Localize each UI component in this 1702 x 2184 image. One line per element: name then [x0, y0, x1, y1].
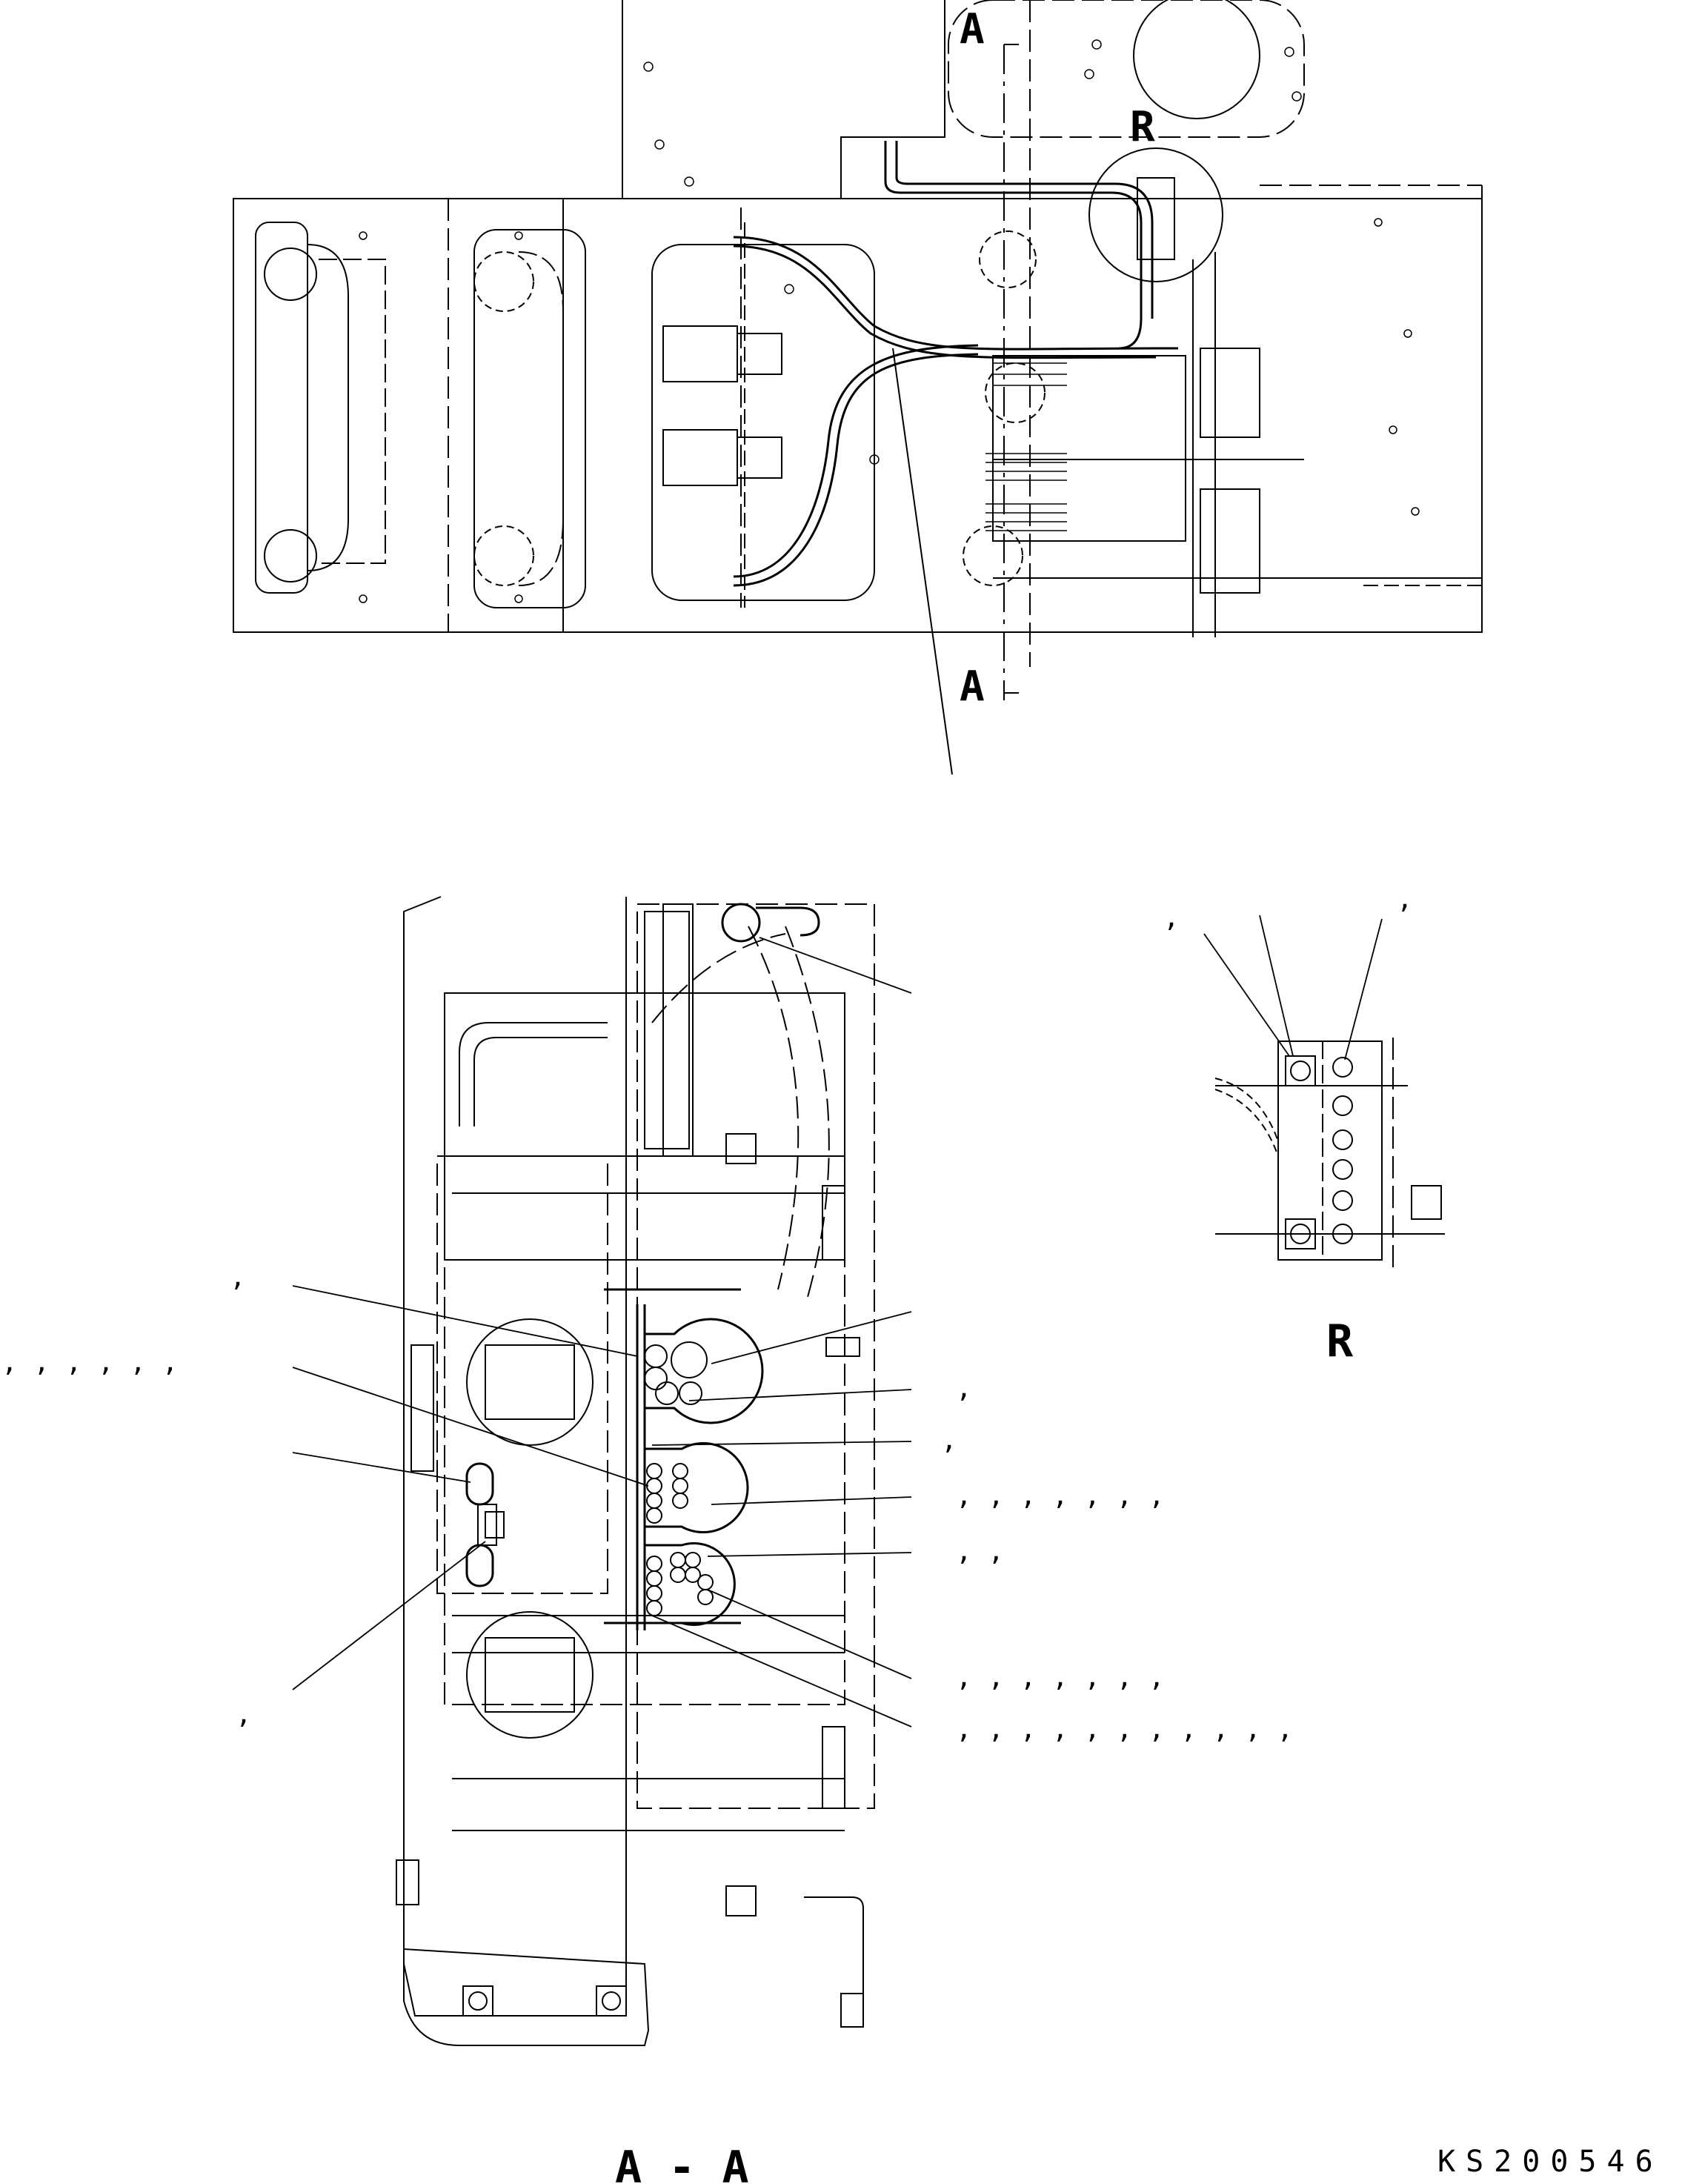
hose-clamp-1	[645, 1318, 764, 1424]
callout-leaders	[292, 937, 912, 1727]
section-marker-bottom: A	[960, 663, 985, 711]
left-bracket	[255, 222, 308, 594]
section-outline	[403, 896, 627, 2017]
hose-bundle	[733, 141, 1178, 587]
callout-9: , , , , , , , , , , ,	[956, 1714, 1293, 1745]
plan-view	[233, 0, 1483, 775]
callout-0: ,	[230, 1262, 246, 1292]
detail-view-r	[1203, 915, 1445, 1275]
callout-1: , , , , , ,	[1, 1347, 178, 1378]
hose-clamp-3	[645, 1542, 736, 1626]
section-caption: A - A	[615, 2142, 749, 2184]
callout-8: , , , , , , ,	[956, 1662, 1165, 1693]
callout-2: ,	[236, 1699, 252, 1730]
top-hose-loop	[721, 903, 761, 943]
text-labels: A A R R A - A KS200546 , , , , , , , , ,…	[1, 5, 1702, 2184]
detail-caption: R	[1326, 1315, 1354, 1367]
callout-6: , , , , , , ,	[956, 1481, 1165, 1511]
callout-11: ,	[1697, 351, 1702, 381]
upper-structure-outline	[622, 0, 945, 199]
hose-clamp-2	[645, 1442, 749, 1533]
section-view-a-a	[292, 896, 912, 2046]
valve-block-upper	[1200, 348, 1260, 438]
detail-fitting-column	[1332, 1057, 1353, 1244]
callout-7: , ,	[956, 1536, 1004, 1567]
detail-marker: R	[1130, 103, 1155, 151]
callout-3: ,	[1163, 903, 1180, 933]
callout-10: ,	[941, 1425, 957, 1456]
section-marker-top: A	[960, 5, 985, 53]
frame-outline	[233, 198, 1483, 633]
callout-4: ,	[1397, 884, 1413, 915]
drawing-number: KS200546	[1437, 2145, 1663, 2179]
valve-block-lower	[1200, 488, 1260, 594]
detail-r-circle	[1088, 147, 1223, 282]
callout-5: ,	[956, 1373, 972, 1404]
